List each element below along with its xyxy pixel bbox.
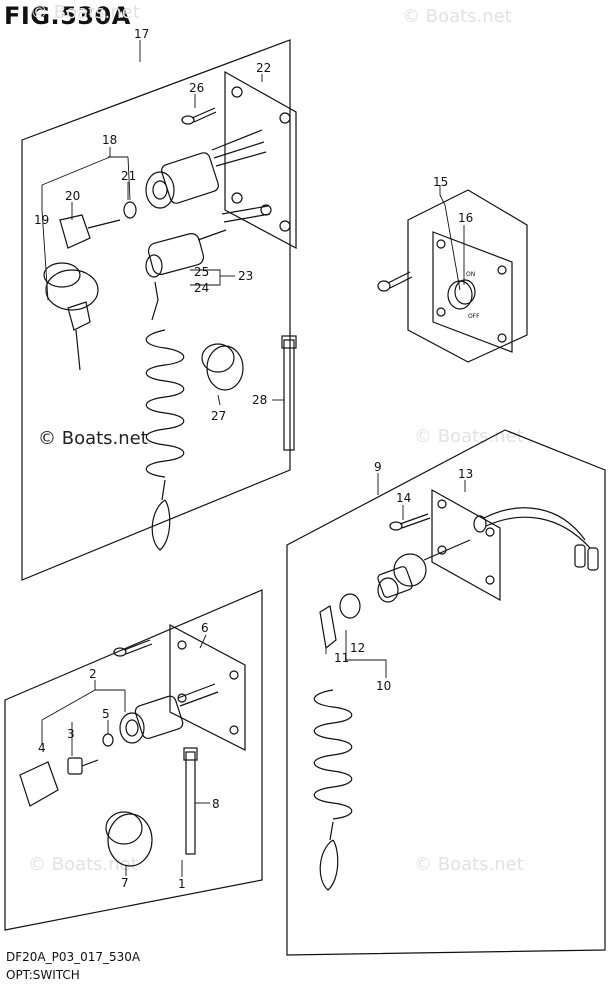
group-box-17: [21, 39, 291, 581]
group-box-15: [407, 189, 528, 363]
callout-27: 27: [211, 409, 226, 423]
plate-6: [169, 624, 246, 751]
callout-19: 19: [34, 213, 49, 227]
callout-25: 25: [194, 265, 209, 279]
watermark: © Boats.net: [28, 854, 138, 875]
callout-23: 23: [238, 269, 253, 283]
watermark: © Boats.net: [30, 2, 140, 23]
figure-subtitle: OPT:SWITCH: [6, 968, 80, 982]
washer-5: [102, 733, 114, 747]
screw-26: [181, 107, 217, 125]
switch-plate-16: [432, 231, 513, 353]
nut-12: [339, 593, 361, 619]
group-box-1: [4, 589, 263, 931]
cable-tie-28: [281, 335, 297, 451]
watermark-main: © Boats.net: [38, 428, 148, 449]
callout-22: 22: [256, 61, 271, 75]
callout-4: 4: [38, 741, 46, 755]
key-3: [67, 757, 99, 775]
callout-18: 18: [102, 133, 117, 147]
callout-17: 17: [134, 27, 149, 41]
callout-5: 5: [102, 707, 110, 721]
callout-26: 26: [189, 81, 204, 95]
group-box-9: [286, 429, 606, 956]
lanyard-coil-17: [145, 329, 185, 551]
callout-2: 2: [89, 667, 97, 681]
switch-on-mark: ON: [466, 271, 475, 278]
callout-16: 16: [458, 211, 473, 225]
watermark: © Boats.net: [402, 6, 512, 27]
figure-code: DF20A_P03_017_530A: [6, 950, 141, 964]
callout-28: 28: [252, 393, 267, 407]
screw-15: [377, 271, 413, 292]
callout-3: 3: [67, 727, 75, 741]
stop-switch-10: [377, 539, 471, 603]
callout-15: 15: [433, 175, 448, 189]
key-20: [43, 214, 121, 371]
plate-13: [431, 488, 599, 602]
lanyard-coil-9: [313, 689, 353, 891]
switch-off-mark: OFF: [468, 313, 480, 320]
callout-11: 11: [334, 651, 349, 665]
callout-14: 14: [396, 491, 411, 505]
callout-6: 6: [201, 621, 209, 635]
screw-14: [389, 513, 431, 531]
washer-21: [123, 201, 137, 219]
ignition-switch-18: [145, 129, 272, 223]
figure-title: FIG.530A: [4, 2, 131, 30]
watermark: © Boats.net: [414, 426, 524, 447]
key-cap-4: [19, 761, 59, 807]
watermark: © Boats.net: [414, 854, 524, 875]
callout-20: 20: [65, 189, 80, 203]
callout-7: 7: [121, 876, 129, 890]
cable-tie-8: [183, 747, 198, 855]
stop-switch-24: [145, 229, 227, 321]
screw-6: [113, 639, 153, 657]
callout-12: 12: [350, 641, 365, 655]
callout-9: 9: [374, 460, 382, 474]
cap-7: [105, 811, 153, 867]
callout-24: 24: [194, 281, 209, 295]
callout-8: 8: [212, 797, 220, 811]
callout-21: 21: [121, 169, 136, 183]
ignition-switch-2: [119, 683, 219, 744]
lanyard-clip-11: [319, 605, 337, 650]
cap-27: [201, 343, 244, 391]
callout-13: 13: [458, 467, 473, 481]
callout-1: 1: [178, 877, 186, 891]
callout-10: 10: [376, 679, 391, 693]
